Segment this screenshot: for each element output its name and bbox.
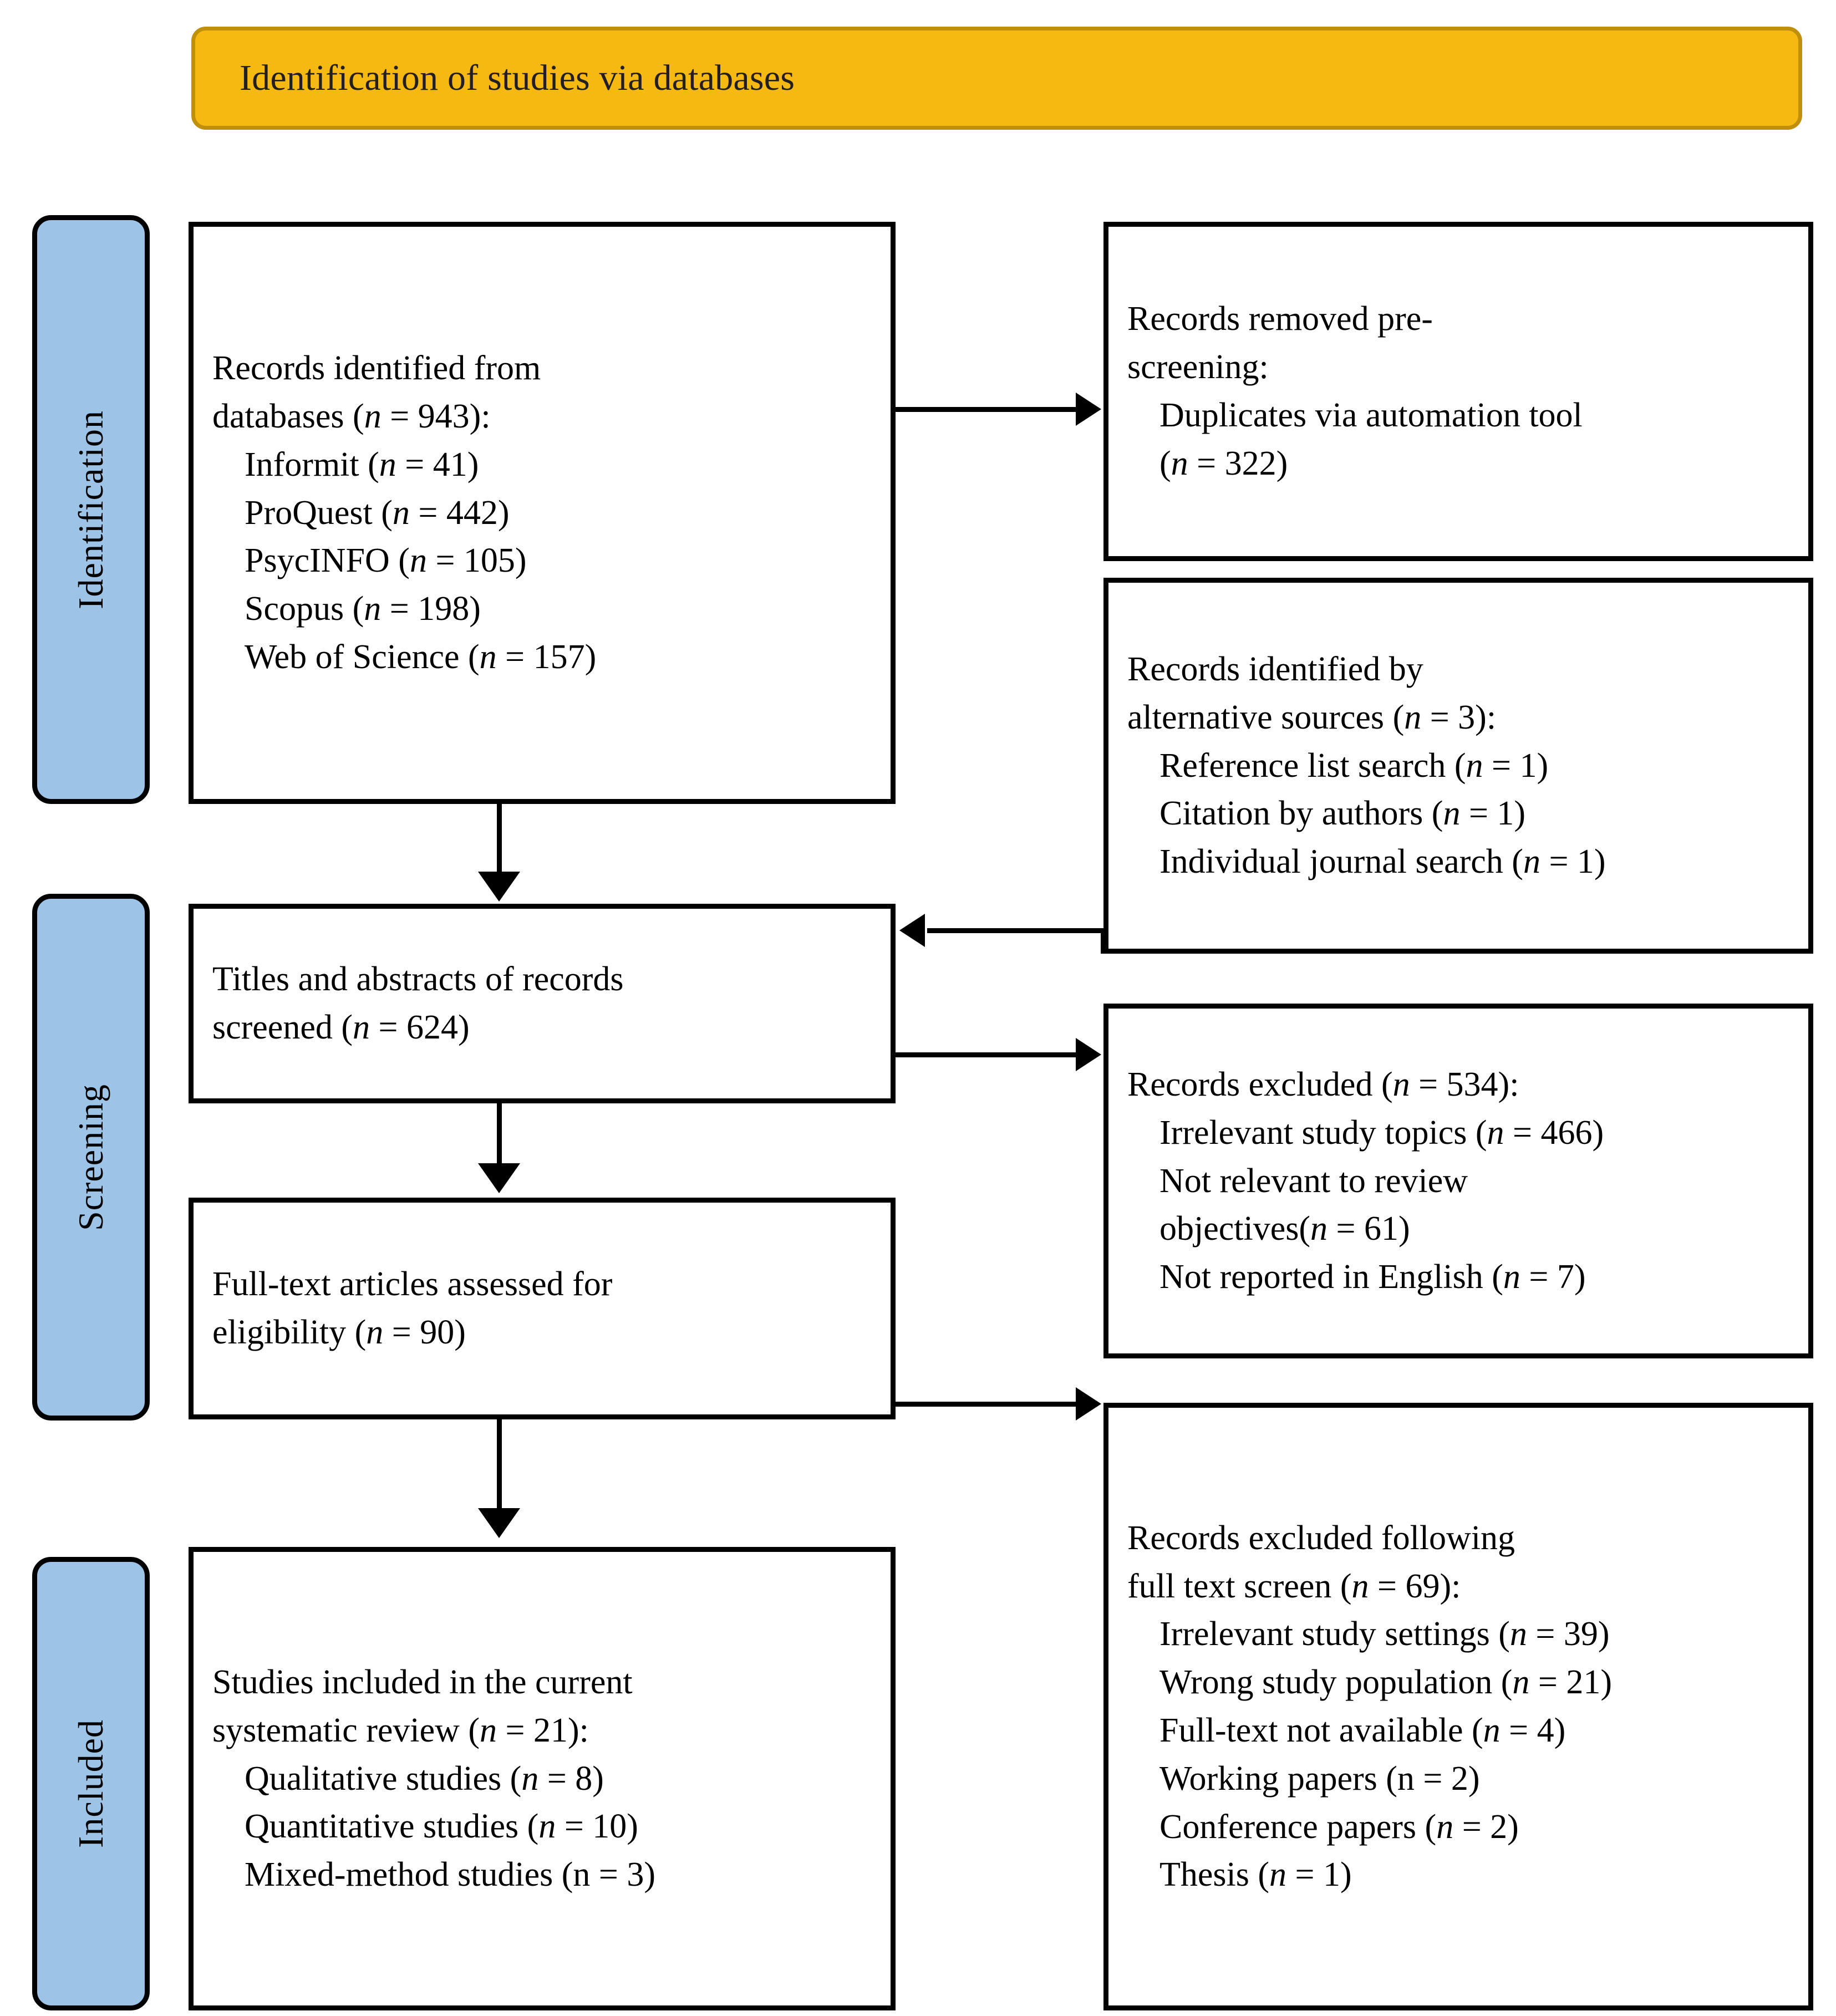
box-line: Wrong study population (n = 21) (1159, 1663, 1613, 1702)
arrowhead-fulltext-to-included (478, 1508, 520, 1538)
box-line: Titles and abstracts of records (212, 960, 624, 999)
arrowhead-fulltext-to-excluded (1076, 1387, 1101, 1421)
box-line: full text screen (n = 69): (1127, 1567, 1461, 1605)
banner-title: Identification of studies via databases (240, 58, 795, 98)
connector-screened-to-excluded (896, 1052, 1079, 1057)
box-line: PsycINFO (n = 105) (245, 542, 527, 580)
diagram-header-banner: Identification of studies via databases (191, 27, 1802, 130)
stage-label-screening: Screening (32, 894, 150, 1421)
connector-identified-to-screened (497, 804, 502, 875)
box-line: systematic review (n = 21): (212, 1711, 589, 1749)
box-line: Qualitative studies (n = 8) (245, 1759, 604, 1798)
box-line: alternative sources (n = 3): (1127, 698, 1497, 736)
box-line: Conference papers (n = 2) (1159, 1808, 1519, 1846)
box-line: databases (n = 943): (212, 398, 491, 435)
box-line: Records excluded (n = 534): (1127, 1066, 1519, 1103)
box-line: Records identified from (212, 349, 541, 388)
stage-label-included-text: Included (71, 1719, 110, 1848)
box-line: Web of Science (n = 157) (245, 638, 597, 676)
box-line: eligibility (n = 90) (212, 1314, 466, 1351)
connector-fulltext-to-included (497, 1419, 502, 1511)
connector-altsources-vertical (1101, 928, 1106, 954)
box-line: Individual journal search (n = 1) (1159, 843, 1606, 881)
box-line: Irrelevant study topics (n = 466) (1159, 1113, 1604, 1152)
box-line: Records excluded following (1127, 1519, 1515, 1557)
box-line: Records removed pre- (1127, 300, 1433, 338)
box-line: objectives(n = 61) (1159, 1210, 1410, 1248)
box-alternative-sources: Records identified by alternative source… (1103, 578, 1813, 954)
box-line: Not relevant to review (1159, 1162, 1468, 1200)
connector-identified-to-removed (896, 407, 1079, 412)
box-line: Duplicates via automation tool (1159, 396, 1583, 434)
box-line: screened (n = 624) (212, 1009, 470, 1046)
box-line: Irrelevant study settings (n = 39) (1159, 1615, 1610, 1653)
box-line: Working papers (n = 2) (1159, 1759, 1480, 1798)
connector-fulltext-to-excluded (896, 1402, 1079, 1407)
box-records-removed-prescreening: Records removed pre- screening: Duplicat… (1103, 222, 1813, 561)
stage-label-identification: Identification (32, 215, 150, 804)
stage-label-included: Included (32, 1557, 150, 2010)
box-line: Informit (n = 41) (245, 445, 479, 483)
connector-screened-to-fulltext (497, 1103, 502, 1167)
arrowhead-screened-to-fulltext (478, 1163, 520, 1193)
box-records-identified: Records identified from databases (n = 9… (189, 222, 896, 804)
box-line: (n = 322) (1159, 444, 1288, 482)
box-line: ProQuest (n = 442) (245, 493, 510, 532)
connector-altsources-to-screened (927, 928, 1105, 933)
box-line: Records identified by (1127, 650, 1423, 688)
box-fulltext-assessed: Full-text articles assessed for eligibil… (189, 1198, 896, 1419)
box-records-excluded-fulltext: Records excluded following full text scr… (1103, 1403, 1813, 2010)
arrowhead-altsources-to-screened (899, 914, 925, 947)
box-line: Reference list search (n = 1) (1159, 746, 1549, 785)
box-line: Full-text articles assessed for (212, 1265, 613, 1304)
box-line: Full-text not available (n = 4) (1159, 1712, 1566, 1749)
box-line: Scopus (n = 198) (245, 590, 481, 628)
arrowhead-identified-to-screened (478, 872, 520, 902)
box-line: Studies included in the current (212, 1663, 633, 1701)
stage-label-identification-text: Identification (71, 410, 110, 609)
arrowhead-identified-to-removed (1076, 393, 1101, 426)
box-line: Quantitative studies (n = 10) (245, 1808, 638, 1846)
arrowhead-screened-to-excluded (1076, 1038, 1101, 1071)
box-records-excluded-screening: Records excluded (n = 534): Irrelevant s… (1103, 1004, 1813, 1358)
stage-label-screening-text: Screening (71, 1083, 110, 1231)
box-line: Mixed-method studies (n = 3) (245, 1856, 655, 1894)
box-line: screening: (1127, 348, 1269, 386)
box-line: Not reported in English (n = 7) (1159, 1258, 1586, 1296)
box-studies-included: Studies included in the current systemat… (189, 1547, 896, 2010)
box-line: Thesis (n = 1) (1159, 1856, 1352, 1894)
box-titles-abstracts-screened: Titles and abstracts of records screened… (189, 904, 896, 1103)
box-line: Citation by authors (n = 1) (1159, 795, 1526, 833)
